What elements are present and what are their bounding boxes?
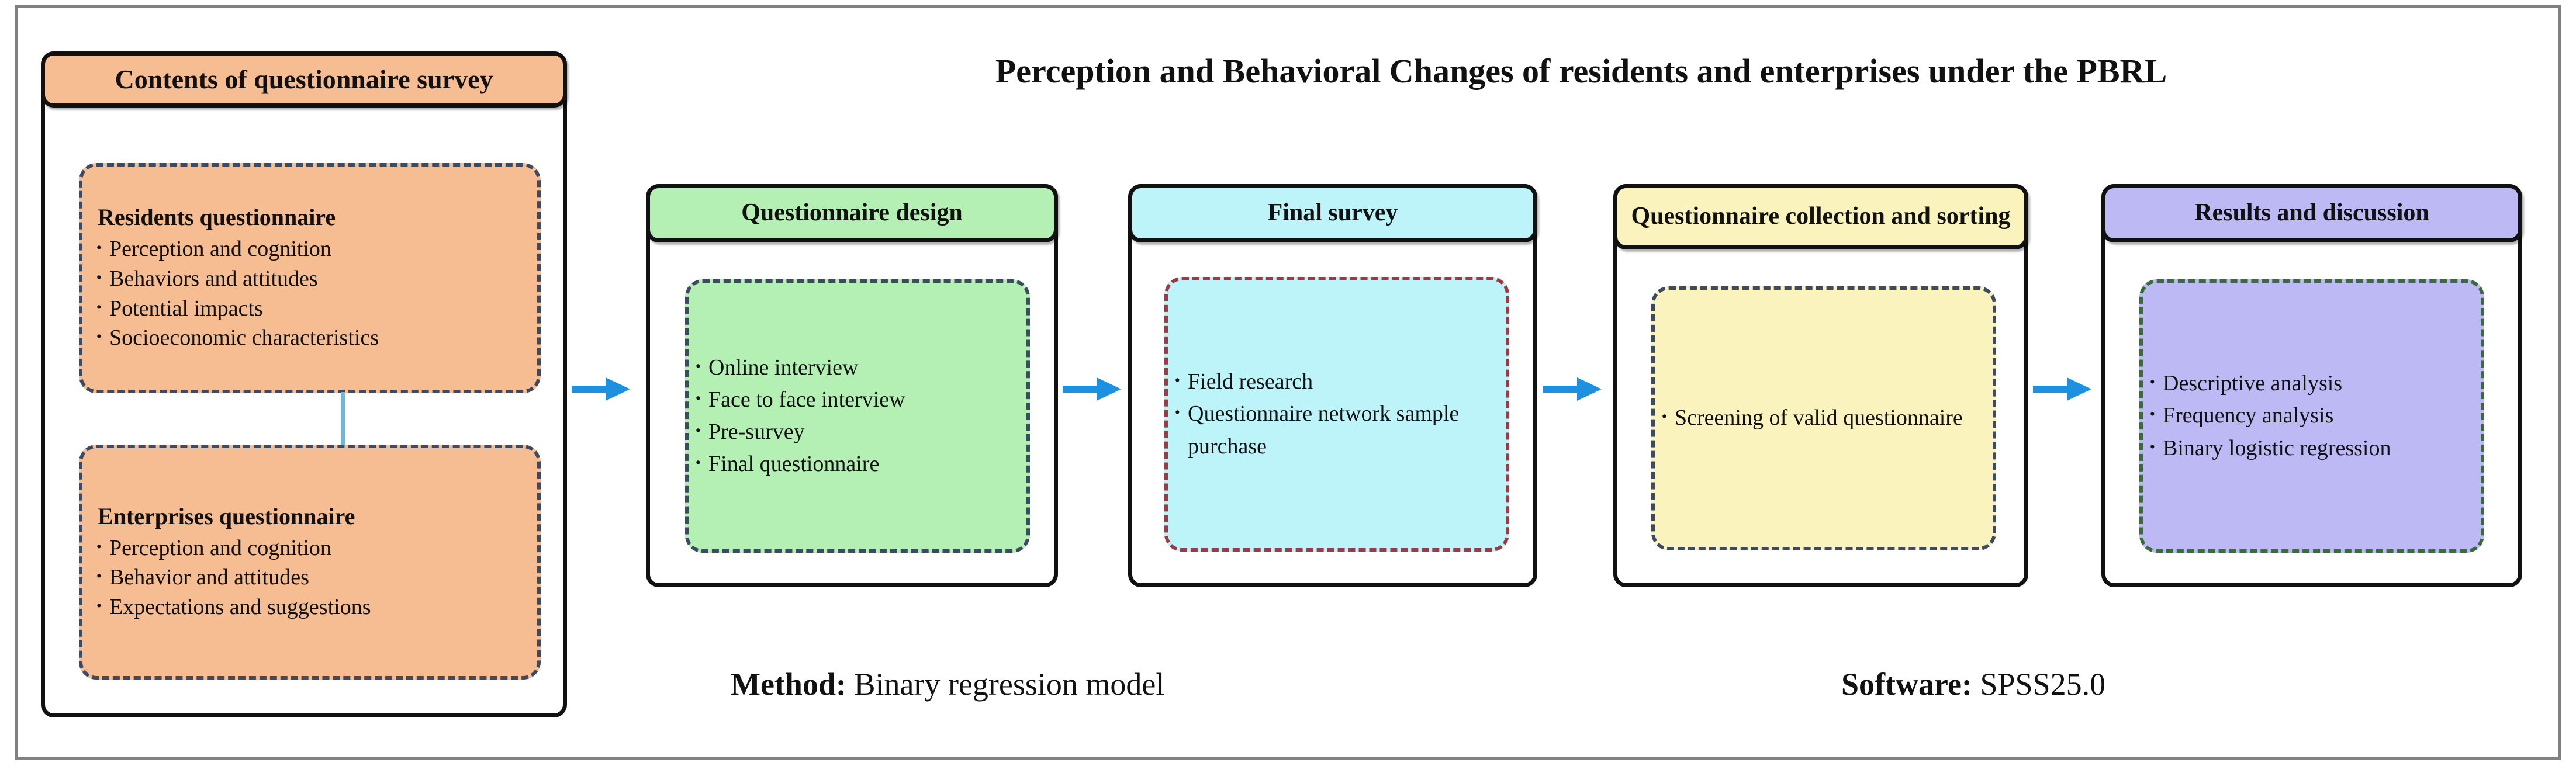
stage-questionnaire-design-body: Online interview Face to face interview … xyxy=(685,279,1030,553)
stage-questionnaire-collection-body: Screening of valid questionnaire xyxy=(1651,286,1996,550)
method-label: Method: xyxy=(731,667,846,702)
residents-questionnaire-box: Residents questionnaire Perception and c… xyxy=(79,163,541,393)
contents-panel-header: Contents of questionnaire survey xyxy=(41,51,567,108)
list-item: Behavior and attitudes xyxy=(89,561,530,592)
stage-results-discussion-body: Descriptive analysis Frequency analysis … xyxy=(2139,279,2484,553)
list-item: Expectations and suggestions xyxy=(89,591,530,622)
residents-questionnaire-list: Perception and cognition Behaviors and a… xyxy=(89,233,530,353)
list-item: Binary logistic regression xyxy=(2143,431,2481,464)
list-item: Questionnaire network sample purchase xyxy=(1168,397,1506,462)
stage-final-survey-header: Final survey xyxy=(1128,184,1537,242)
list-item: Behaviors and attitudes xyxy=(89,263,530,294)
software-value: SPSS25.0 xyxy=(1972,667,2106,702)
list-item: Pre-survey xyxy=(689,415,1026,448)
list-item: Perception and cognition xyxy=(89,233,530,264)
enterprises-questionnaire-title: Enterprises questionnaire xyxy=(98,502,355,529)
stage-results-discussion: Results and discussion Descriptive analy… xyxy=(2101,184,2522,587)
stage-final-survey-body: Field research Questionnaire network sam… xyxy=(1164,277,1509,552)
stage-questionnaire-design: Questionnaire design Online interview Fa… xyxy=(646,184,1058,587)
list-item: Online interview xyxy=(689,351,1026,384)
enterprises-questionnaire-list: Perception and cognition Behavior and at… xyxy=(89,532,530,622)
list-item: Face to face interview xyxy=(689,383,1026,416)
stage-final-survey: Final survey Field research Questionnair… xyxy=(1128,184,1537,587)
flow-arrow-icon xyxy=(2033,377,2091,401)
questionnaire-group-connector xyxy=(341,392,345,446)
questionnaire-collection-list: Screening of valid questionnaire xyxy=(1655,401,1993,434)
contents-panel: Contents of questionnaire survey Residen… xyxy=(41,51,567,717)
flow-arrow-icon xyxy=(1063,377,1121,401)
list-item: Field research xyxy=(1168,365,1506,398)
enterprises-questionnaire-box: Enterprises questionnaire Perception and… xyxy=(79,445,541,680)
stage-questionnaire-design-header: Questionnaire design xyxy=(646,184,1058,242)
stage-questionnaire-collection: Questionnaire collection and sorting Scr… xyxy=(1613,184,2028,587)
list-item: Potential impacts xyxy=(89,293,530,324)
list-item: Descriptive analysis xyxy=(2143,366,2481,400)
software-label: Software: xyxy=(1841,667,1972,702)
figure-title: Perception and Behavioral Changes of res… xyxy=(995,52,2167,90)
residents-questionnaire-title: Residents questionnaire xyxy=(98,204,336,231)
list-item: Socioeconomic characteristics xyxy=(89,322,530,353)
results-discussion-list: Descriptive analysis Frequency analysis … xyxy=(2143,366,2481,464)
list-item: Screening of valid questionnaire xyxy=(1655,401,1993,434)
list-item: Final questionnaire xyxy=(689,447,1026,480)
stage-questionnaire-collection-header: Questionnaire collection and sorting xyxy=(1613,184,2028,249)
list-item: Frequency analysis xyxy=(2143,398,2481,432)
flow-arrow-icon xyxy=(1543,377,1602,401)
list-item: Perception and cognition xyxy=(89,532,530,563)
software-caption: Software: SPSS25.0 xyxy=(1841,666,2105,702)
questionnaire-design-list: Online interview Face to face interview … xyxy=(689,351,1026,480)
method-caption: Method: Binary regression model xyxy=(731,666,1164,702)
flow-arrow-icon xyxy=(572,377,630,401)
stage-results-discussion-header: Results and discussion xyxy=(2101,184,2522,242)
method-value: Binary regression model xyxy=(846,667,1165,702)
final-survey-list: Field research Questionnaire network sam… xyxy=(1168,365,1506,462)
